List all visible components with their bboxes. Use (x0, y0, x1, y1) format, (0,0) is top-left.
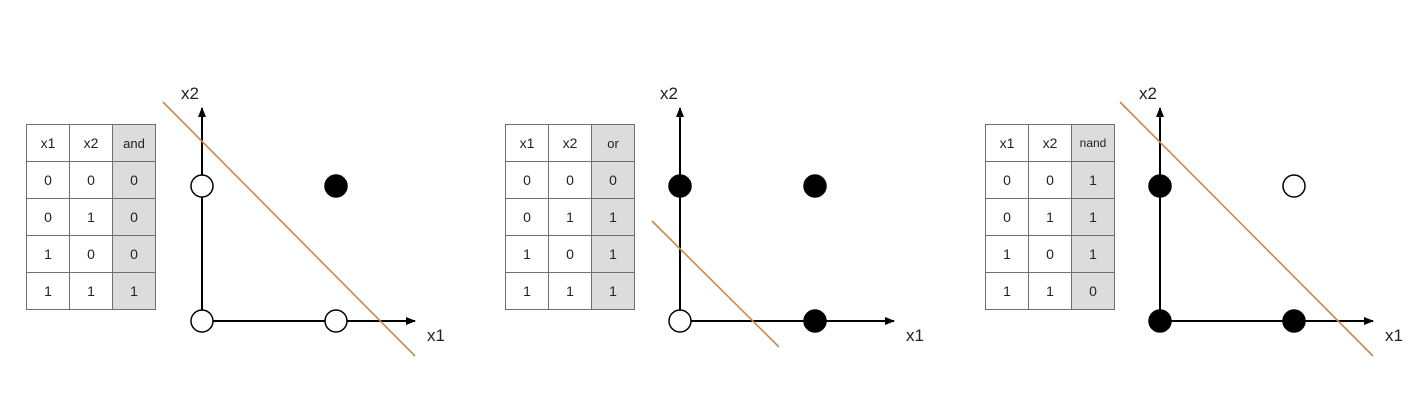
cell-x2: 1 (69, 198, 113, 236)
table-header-row: x1 x2 and (26, 124, 156, 162)
cell-x2: 0 (548, 161, 592, 199)
plot-nand: x2 x1 (1119, 84, 1403, 357)
header-output: nand (1071, 124, 1115, 162)
table-row: 0 0 0 (505, 161, 635, 199)
y-axis-label: x2 (181, 84, 199, 103)
point-1-0-true (1282, 309, 1306, 333)
table-header-row: x1 x2 or (505, 124, 635, 162)
table-row: 1 1 1 (505, 272, 635, 310)
cell-x1: 1 (505, 272, 549, 310)
decision-boundary (162, 101, 416, 357)
cell-output: 0 (112, 161, 156, 199)
decision-boundary (1119, 101, 1374, 357)
plot-and: x2 x1 (162, 84, 445, 357)
truth-table-nand: x1 x2 nand 0 0 1 0 1 1 1 0 1 1 1 0 (985, 124, 1115, 310)
header-output: or (591, 124, 635, 162)
cell-output: 0 (591, 161, 635, 199)
table-row: 0 0 1 (985, 161, 1115, 199)
plot-or: x2 x1 (651, 84, 924, 348)
cell-x2: 1 (69, 272, 113, 310)
point-0-1-false (190, 174, 214, 198)
cell-output: 0 (1071, 272, 1115, 310)
table-row: 0 1 1 (505, 198, 635, 236)
x-axis-label: x1 (906, 326, 924, 345)
cell-output: 1 (1071, 198, 1115, 236)
table-row: 1 1 0 (985, 272, 1115, 310)
header-x1: x1 (26, 124, 70, 162)
point-1-1-true (803, 174, 827, 198)
cell-output: 1 (1071, 161, 1115, 199)
header-output: and (112, 124, 156, 162)
point-1-1-true (324, 174, 348, 198)
cell-output: 1 (591, 272, 635, 310)
table-row: 0 1 1 (985, 198, 1115, 236)
cell-x2: 1 (548, 272, 592, 310)
truth-table-and: x1 x2 and 0 0 0 0 1 0 1 0 0 1 1 1 (26, 124, 156, 310)
cell-x1: 0 (985, 161, 1029, 199)
table-row: 0 0 0 (26, 161, 156, 199)
cell-x2: 0 (1028, 161, 1072, 199)
y-axis-label: x2 (1139, 84, 1157, 103)
point-0-0-false (668, 309, 692, 333)
table-row: 1 0 0 (26, 235, 156, 273)
cell-output: 1 (1071, 235, 1115, 273)
cell-x1: 1 (985, 272, 1029, 310)
y-axis-label: x2 (660, 84, 678, 103)
cell-output: 0 (112, 198, 156, 236)
cell-x1: 1 (26, 235, 70, 273)
cell-x2: 1 (548, 198, 592, 236)
point-1-0-false (324, 309, 348, 333)
header-x2: x2 (69, 124, 113, 162)
point-0-1-true (1148, 174, 1172, 198)
point-1-0-true (803, 309, 827, 333)
cell-output: 1 (591, 235, 635, 273)
header-x1: x1 (505, 124, 549, 162)
point-0-0-false (190, 309, 214, 333)
cell-x2: 0 (1028, 235, 1072, 273)
truth-table-or: x1 x2 or 0 0 0 0 1 1 1 0 1 1 1 1 (505, 124, 635, 310)
x-axis-label: x1 (1385, 326, 1403, 345)
table-row: 1 0 1 (985, 235, 1115, 273)
cell-output: 1 (112, 272, 156, 310)
header-x2: x2 (1028, 124, 1072, 162)
point-0-1-true (668, 174, 692, 198)
point-1-1-false (1282, 174, 1306, 198)
point-0-0-true (1148, 309, 1172, 333)
decision-boundary (651, 220, 780, 348)
table-row: 1 1 1 (26, 272, 156, 310)
cell-x1: 0 (505, 198, 549, 236)
cell-output: 1 (591, 198, 635, 236)
x-axis-label: x1 (427, 326, 445, 345)
